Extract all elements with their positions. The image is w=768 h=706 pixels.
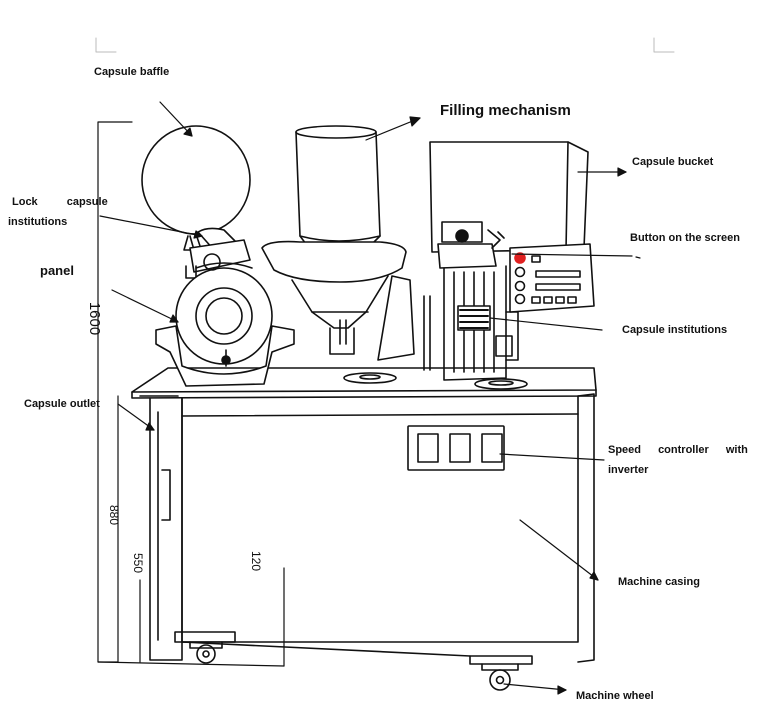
speed-controller-box: [407, 425, 505, 471]
dimension-1600: 1600: [86, 301, 104, 336]
lock-capsule-drum: [155, 227, 295, 387]
leader-lines: [99, 101, 641, 695]
machine-body: [131, 367, 597, 665]
label-lock-capsule-line1: Lock capsule: [12, 196, 108, 208]
control-panel-shape: [509, 243, 595, 313]
label-filling-mechanism: Filling mechanism: [440, 102, 571, 119]
label-capsule-baffle: Capsule baffle: [94, 66, 170, 78]
label-lock-capsule-line2: institutions: [8, 216, 68, 228]
dimension-880: 880: [107, 504, 122, 526]
label-capsule-bucket: Capsule bucket: [632, 156, 714, 168]
label-capsule-outlet: Capsule outlet: [24, 398, 100, 410]
label-capsule-institutions: Capsule institutions: [622, 324, 728, 336]
dimension-550: 550: [131, 552, 146, 574]
label-machine-casing: Machine casing: [618, 576, 700, 588]
filling-mechanism-shape: [261, 125, 415, 384]
capsule-institutions-shape: [423, 229, 528, 390]
dimension-lines: [97, 121, 285, 667]
label-speed-controller-line2: inverter: [608, 464, 649, 476]
machine-wheels: [189, 641, 519, 691]
label-speed-controller-line1: Speed controller with: [608, 444, 748, 456]
label-button-on-screen: Button on the screen: [630, 232, 741, 244]
dimension-120: 120: [249, 550, 264, 572]
label-machine-wheel: Machine wheel: [576, 690, 654, 702]
label-panel: panel: [40, 263, 74, 278]
capsule-bucket-shape: [429, 141, 589, 253]
page-corner-mark-left: [95, 37, 117, 53]
page-corner-mark-right: [653, 37, 675, 53]
